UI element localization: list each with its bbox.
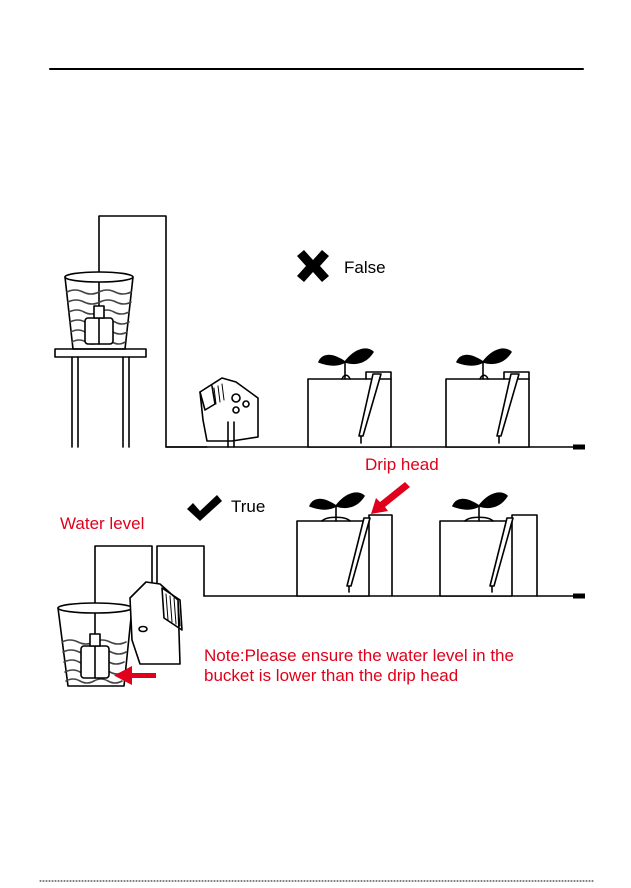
drip-head-arrow-icon bbox=[371, 482, 410, 514]
note-line-2: bucket is lower than the drip head bbox=[204, 666, 564, 686]
wrong-setup bbox=[55, 216, 585, 450]
note-text: Note:Please ensure the water level in th… bbox=[204, 646, 564, 686]
checkmark-icon bbox=[187, 495, 222, 521]
right-planter-2 bbox=[440, 493, 537, 596]
right-line-end-cap bbox=[573, 594, 585, 599]
wrong-line-end-cap bbox=[573, 445, 585, 450]
wrong-planter-2 bbox=[446, 349, 529, 447]
false-label: False bbox=[344, 258, 386, 278]
cross-icon bbox=[297, 250, 329, 282]
wrong-pump bbox=[200, 378, 258, 447]
wrong-intake-pipe bbox=[99, 216, 207, 447]
wrong-stand bbox=[55, 349, 146, 447]
wrong-planter-1 bbox=[308, 349, 391, 447]
water-level-label: Water level bbox=[60, 514, 144, 534]
true-label: True bbox=[231, 497, 265, 517]
note-line-1: Note:Please ensure the water level in th… bbox=[204, 646, 564, 666]
drip-head-label: Drip head bbox=[365, 455, 439, 475]
right-pump bbox=[130, 582, 182, 664]
